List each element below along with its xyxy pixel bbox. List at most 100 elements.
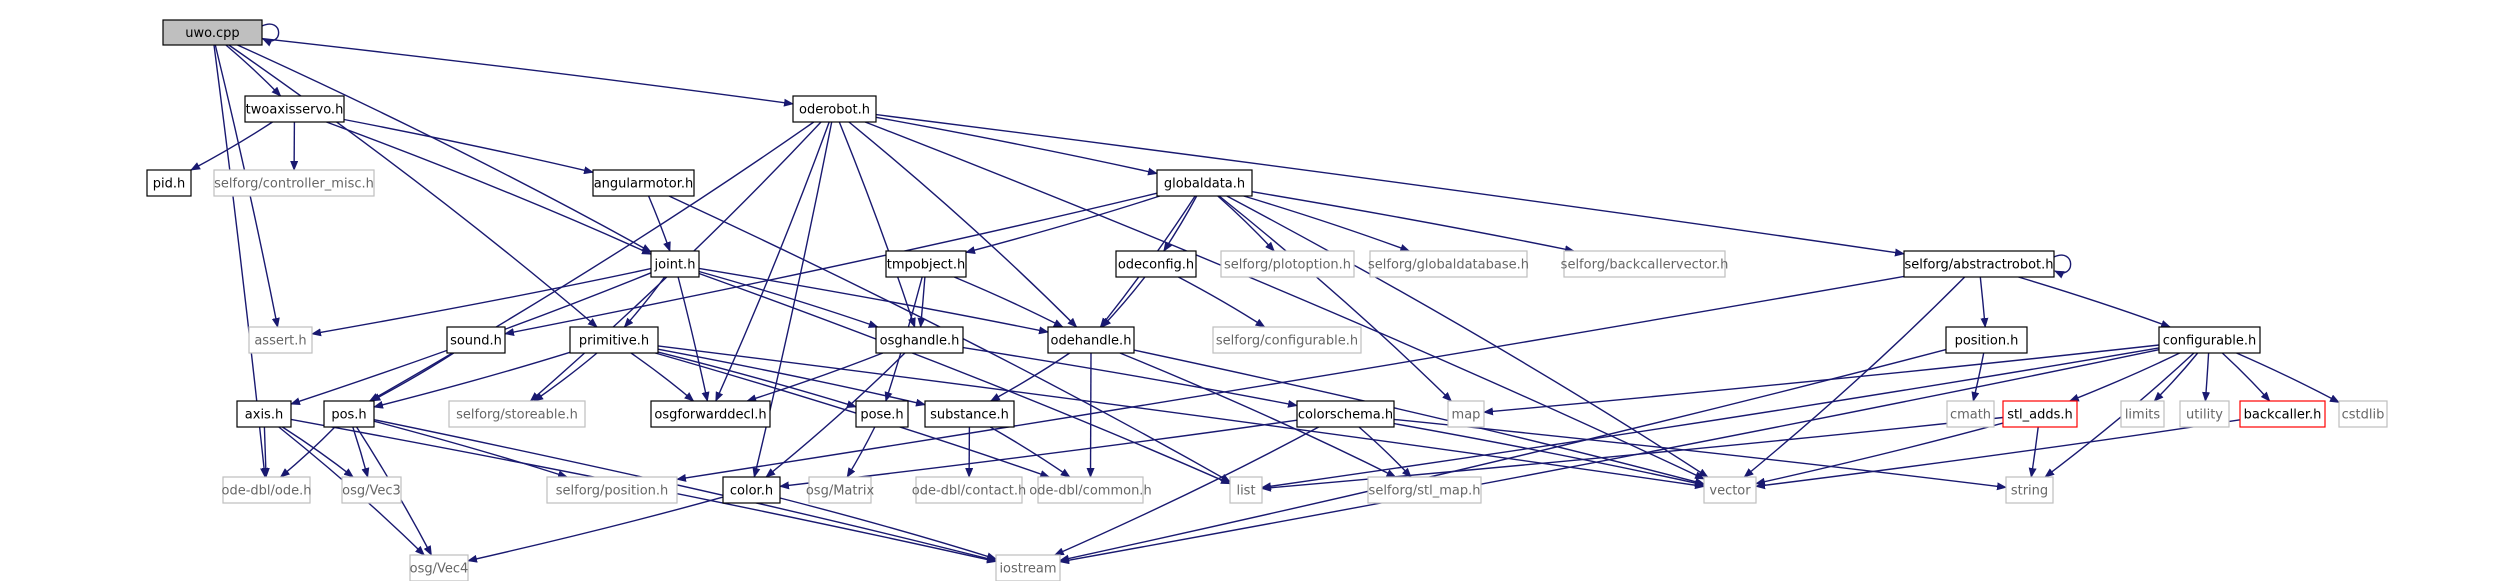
node-twoaxisservo[interactable]: twoaxisservo.h: [244, 95, 345, 123]
node-label: limits: [2125, 408, 2161, 423]
edge-colorschema-to-stl_map: [1358, 426, 1412, 478]
node-vec3: osg/Vec3: [341, 476, 402, 504]
node-sound[interactable]: sound.h: [446, 326, 506, 354]
node-backcaller[interactable]: backcaller.h: [2239, 400, 2326, 428]
node-box: [1212, 326, 1362, 354]
edge-primitive-to-pos: [373, 351, 571, 409]
node-box: [244, 95, 345, 123]
node-label: globaldata.h: [1164, 177, 1245, 192]
edge-primitive-to-vector: [657, 345, 1705, 490]
node-label: map: [1452, 408, 1481, 423]
node-label: axis.h: [245, 408, 283, 423]
edge-oderobot-to-abstractrobot: [875, 113, 1905, 257]
node-box: [2158, 326, 2261, 354]
node-primitive[interactable]: primitive.h: [569, 326, 659, 354]
edge-pos-to-iostream: [373, 419, 997, 563]
edge-odehandle-to-vector: [1133, 349, 1705, 486]
node-label: osghandle.h: [880, 334, 960, 349]
node-box: [995, 554, 1061, 581]
node-box: [446, 326, 506, 354]
node-list: list: [1229, 476, 1263, 504]
node-vec4: osg/Vec4: [409, 554, 469, 581]
node-osgforwarddecl[interactable]: osgforwarddecl.h: [650, 400, 771, 428]
node-odeconfig[interactable]: odeconfig.h: [1115, 250, 1197, 278]
node-box: [341, 476, 402, 504]
node-odehandle[interactable]: odehandle.h: [1047, 326, 1135, 354]
edge-stl_adds-to-vector: [1755, 422, 2004, 486]
node-oderobot[interactable]: oderobot.h: [792, 95, 877, 123]
node-box: [1367, 476, 1482, 504]
edge-pos-to-sf_position: [373, 420, 568, 479]
node-stl_adds[interactable]: stl_adds.h: [2002, 400, 2078, 428]
node-label: ode-dbl/contact.h: [912, 484, 1026, 499]
edge-globaldata-to-backcallervector: [1251, 191, 1575, 254]
edge-twoaxisservo-to-angularmotor: [343, 118, 594, 175]
node-box: [924, 400, 1015, 428]
node-cmath: cmath: [1946, 400, 1995, 428]
node-box: [222, 476, 311, 504]
edge-primitive-to-pose: [657, 351, 857, 408]
node-pid[interactable]: pid.h: [146, 169, 192, 197]
node-label: angularmotor.h: [594, 177, 694, 192]
edge-joint-to-osgforwarddecl: [677, 276, 710, 402]
node-abstractrobot[interactable]: selforg/abstractrobot.h: [1903, 250, 2055, 278]
edge-oderobot-to-globaldata: [875, 116, 1158, 176]
node-box: [2239, 400, 2326, 428]
node-label: position.h: [1955, 334, 2019, 349]
node-box: [1115, 250, 1197, 278]
node-uwo[interactable]: uwo.cpp: [162, 19, 263, 46]
node-box: [448, 400, 586, 428]
node-tmpobject[interactable]: tmpobject.h: [885, 250, 967, 278]
node-globaldatabase: selforg/globaldatabase.h: [1368, 250, 1529, 278]
node-matrix: osg/Matrix: [806, 476, 874, 504]
edge-odehandle-to-common: [1086, 352, 1095, 478]
node-colorschema[interactable]: colorschema.h: [1296, 400, 1395, 428]
edge-abstractrobot-to-sf_position: [676, 275, 1905, 482]
edge-configurable-to-cstdlib: [2236, 352, 2340, 404]
node-pose[interactable]: pose.h: [855, 400, 909, 428]
node-joint[interactable]: joint.h: [650, 250, 700, 278]
node-box: [885, 250, 967, 278]
edge-oderobot-to-odehandle: [848, 121, 1078, 328]
node-label: stl_adds.h: [2007, 408, 2073, 423]
node-box: [2002, 400, 2078, 428]
node-position[interactable]: position.h: [1945, 326, 2028, 354]
node-label: pose.h: [860, 408, 903, 423]
edge-osghandle-to-colorschema: [962, 346, 1298, 408]
node-angularmotor[interactable]: angularmotor.h: [592, 169, 695, 197]
node-box: [213, 169, 375, 197]
edge-oderobot-to-osghandle: [838, 121, 916, 328]
node-label: osg/Vec3: [342, 484, 401, 499]
edge-oderobot-to-vector: [864, 121, 1705, 480]
node-box: [1220, 250, 1355, 278]
edge-globaldata-to-vector: [1226, 195, 1709, 478]
node-globaldata[interactable]: globaldata.h: [1156, 169, 1253, 197]
node-label: selforg/abstractrobot.h: [1905, 258, 2054, 273]
node-box: [592, 169, 695, 197]
node-configurable[interactable]: configurable.h: [2158, 326, 2261, 354]
node-pos[interactable]: pos.h: [323, 400, 375, 428]
node-sf_configurable: selforg/configurable.h: [1212, 326, 1362, 354]
node-color[interactable]: color.h: [722, 476, 781, 504]
node-map: map: [1447, 400, 1485, 428]
nodes-layer: uwo.cpp twoaxisservo.h oderobot.h pid.h self…: [146, 19, 2388, 581]
node-box: [1156, 169, 1253, 197]
edge-primitive-to-substance: [657, 348, 926, 407]
node-label: osgforwarddecl.h: [654, 408, 766, 423]
node-label: utility: [2186, 408, 2223, 423]
node-label: vector: [1709, 484, 1751, 499]
edge-colorschema-to-vector: [1393, 422, 1705, 487]
edge-pos-to-ode_h: [279, 426, 336, 478]
node-contact: ode-dbl/contact.h: [912, 476, 1026, 504]
node-osghandle[interactable]: osghandle.h: [875, 326, 964, 354]
node-axis[interactable]: axis.h: [236, 400, 292, 428]
edge-stl_adds-to-string: [2028, 426, 2039, 478]
node-label: selforg/storeable.h: [456, 408, 578, 423]
edge-substance-to-common: [989, 426, 1071, 478]
edge-joint-to-odehandle: [698, 267, 1049, 335]
edge-joint-to-primitive: [623, 276, 666, 328]
node-substance[interactable]: substance.h: [924, 400, 1015, 428]
edge-color-to-vec4: [467, 496, 724, 563]
